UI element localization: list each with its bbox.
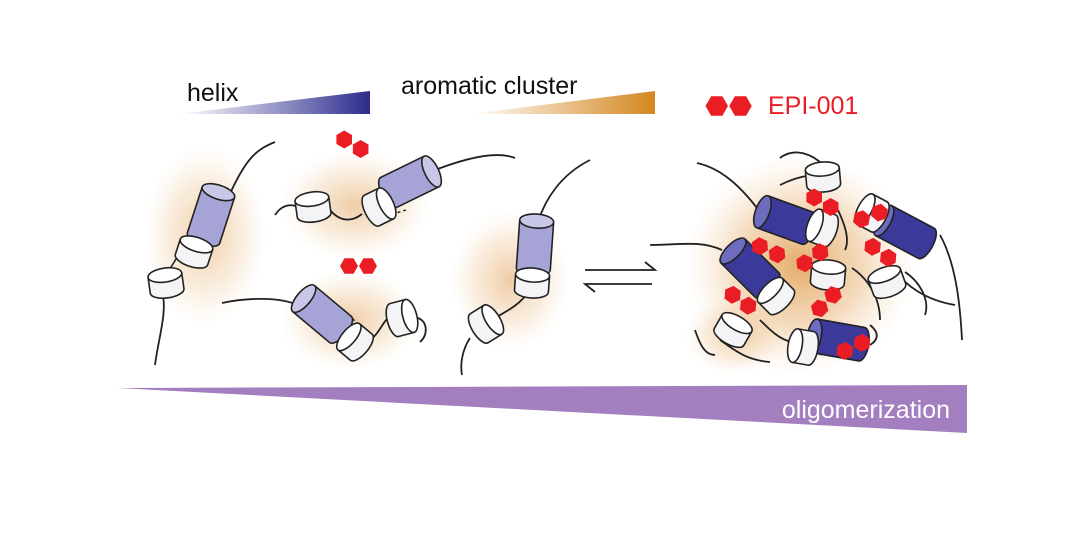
epi-001-label: EPI-001: [768, 92, 858, 120]
oligomerization-bar: oligomerization: [118, 385, 967, 433]
aromatic-gradient-wedge: [470, 91, 655, 114]
oligomer-cluster: [649, 151, 963, 368]
monomer-4: [460, 159, 591, 376]
aromatic-disc: [146, 264, 186, 302]
aromatic-disc: [293, 188, 333, 226]
monomer-3: [221, 280, 427, 366]
oligomerization-wedge: [118, 385, 967, 433]
helix-gradient-wedge: [178, 91, 370, 114]
aromatic-disc: [513, 266, 551, 300]
oligomerization-label: oligomerization: [782, 396, 950, 424]
aromatic-cluster-label: aromatic cluster: [401, 72, 577, 100]
aromatic-disc: [803, 159, 843, 195]
monomer-1: [146, 141, 276, 366]
helix-label: helix: [187, 79, 239, 107]
monomer-2: [274, 152, 516, 230]
legend: helix aromatic cluster EPI-001: [178, 72, 858, 120]
equilibrium-arrows: [582, 261, 658, 293]
drug-legend-icon: [705, 96, 752, 116]
aromatic-disc: [808, 257, 848, 293]
